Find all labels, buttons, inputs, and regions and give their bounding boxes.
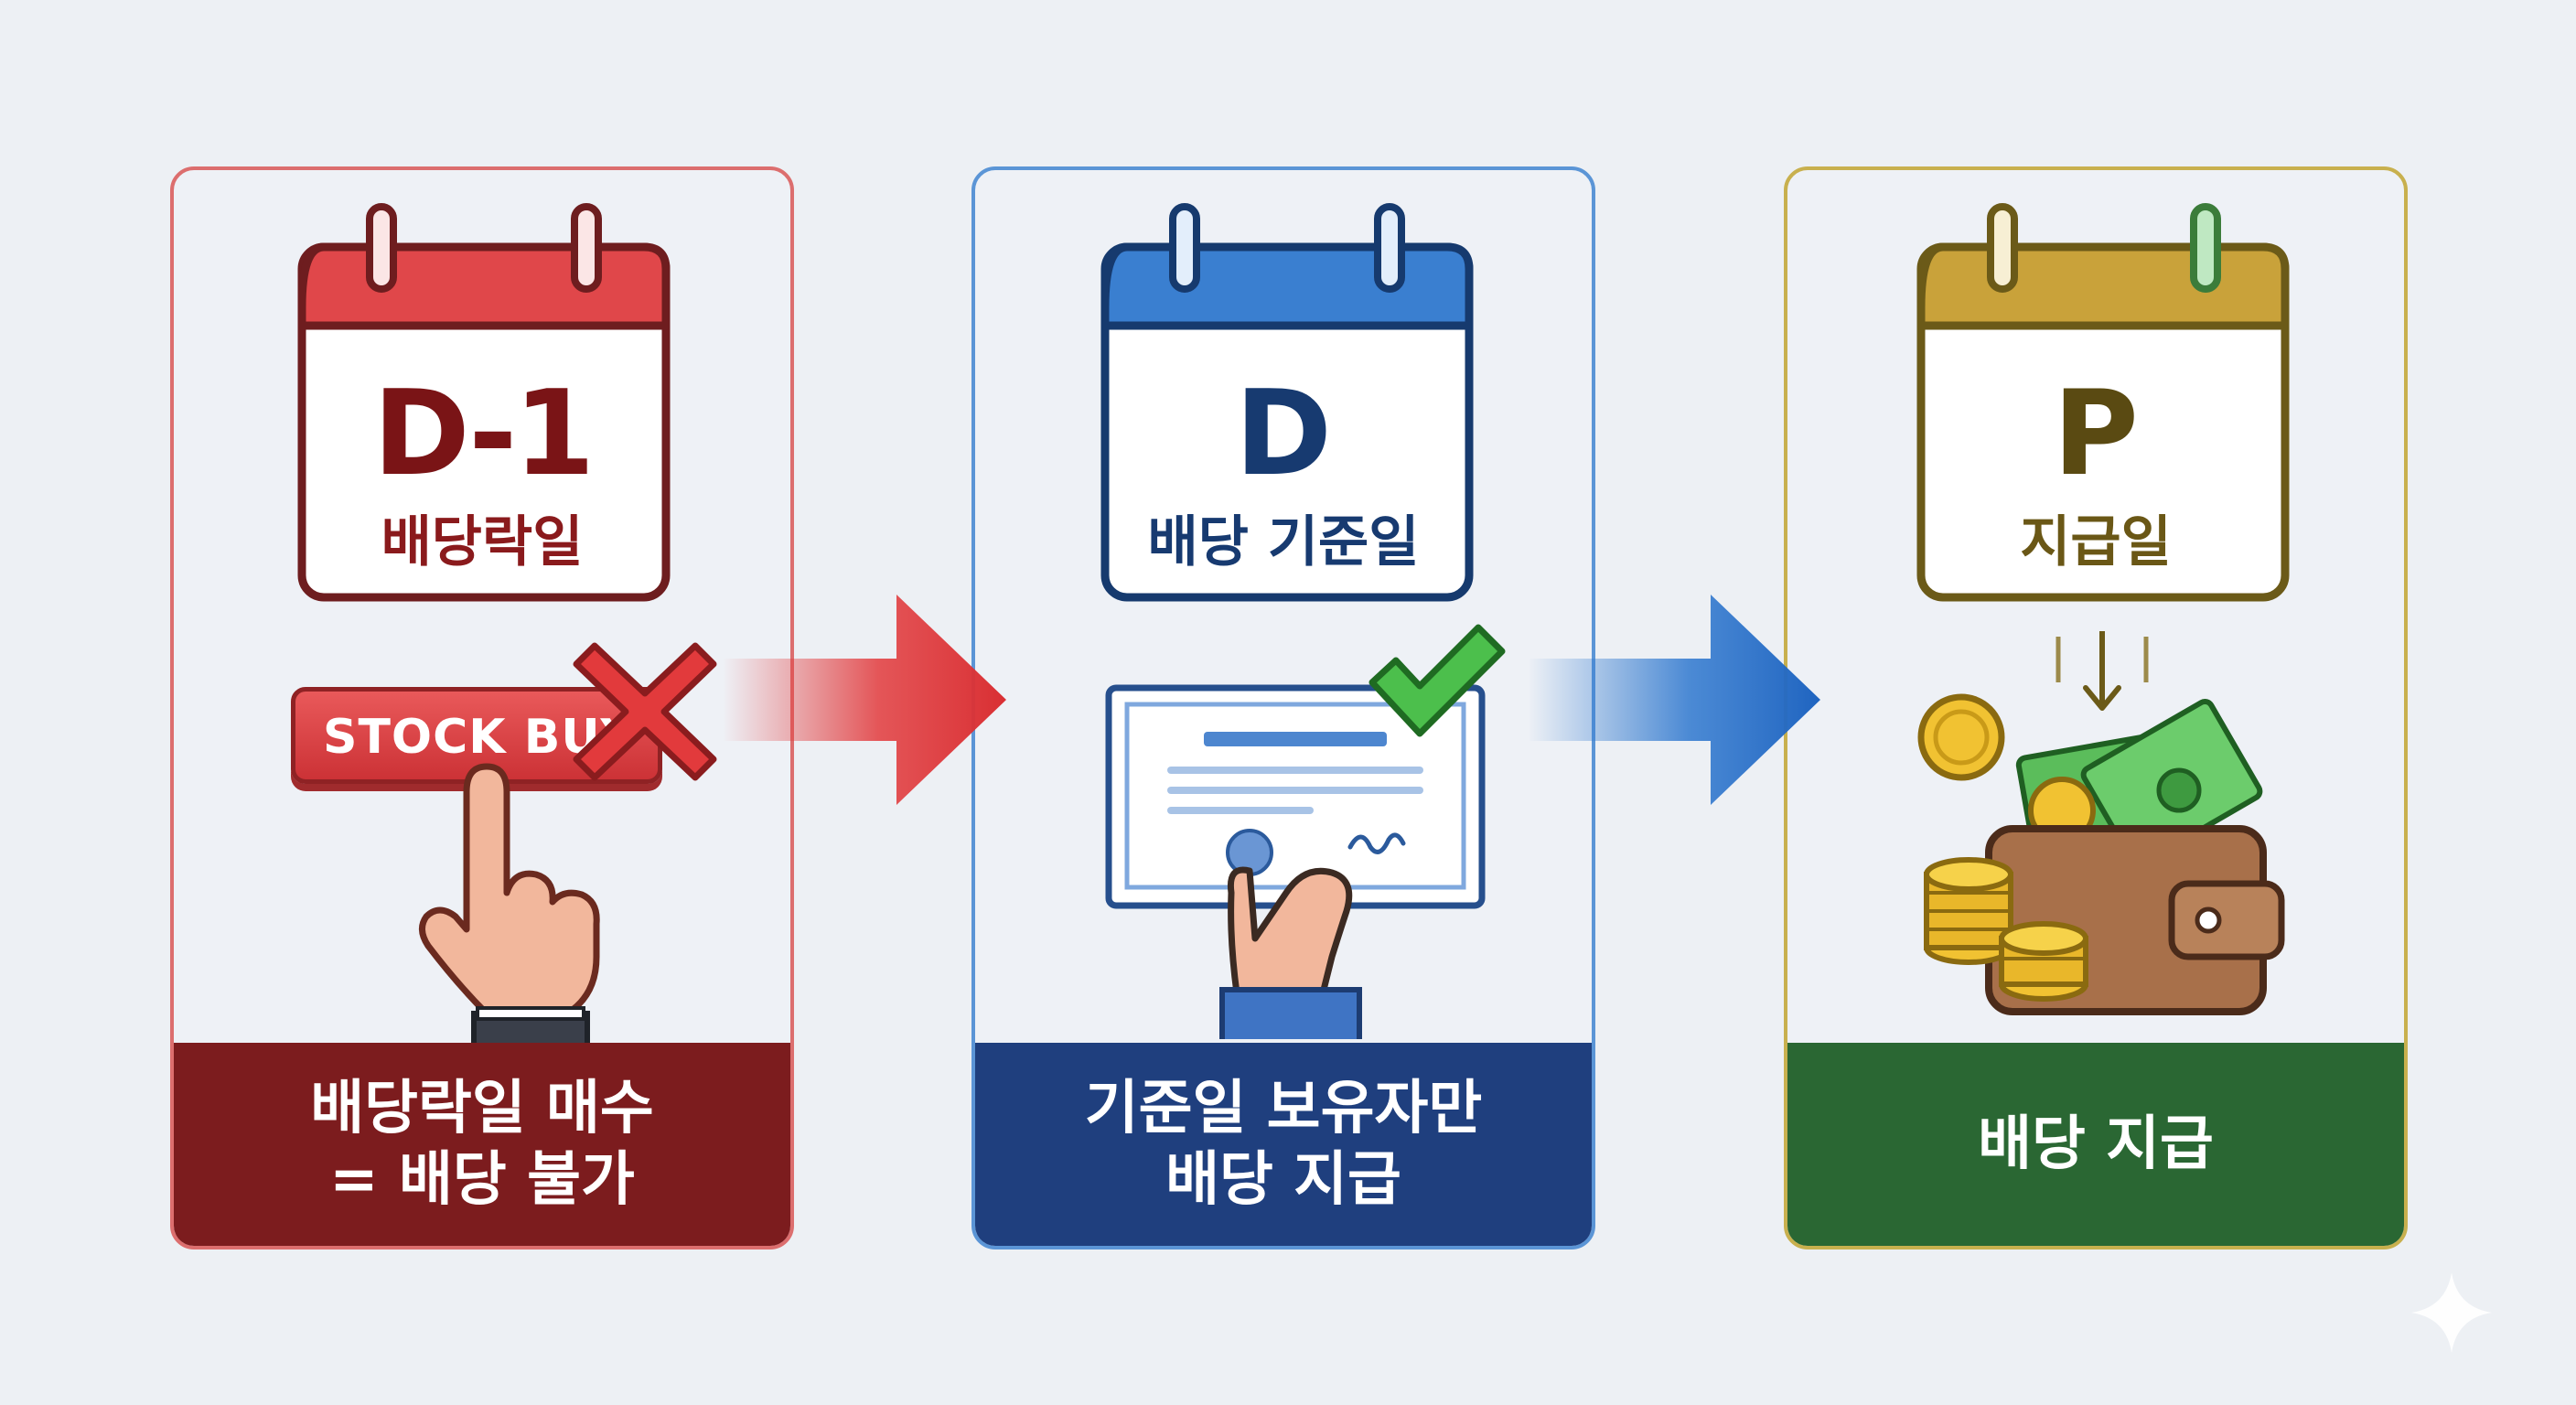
coin-icon xyxy=(1924,857,2088,1002)
sparkle-icon xyxy=(2411,1272,2492,1353)
calendar-icon xyxy=(1100,203,1474,602)
calendar-icon xyxy=(1916,203,2290,602)
calendar-icon xyxy=(297,203,671,602)
calendar-code: D-1 xyxy=(372,366,596,502)
caption-line-2: = 배당 불가 xyxy=(329,1146,635,1214)
checkmark-icon xyxy=(1368,624,1506,737)
caption-line-1: 배당 지급 xyxy=(1978,1110,2214,1178)
calendar-label: 배당 기준일 xyxy=(1147,510,1420,574)
calendar-label: 배당락일 xyxy=(381,510,584,574)
step-card-ex-dividend: D-1 배당락일 STOCK BUY 배당락일 매수 = 배당 불가 xyxy=(170,166,794,1249)
caption-line-1: 기준일 보유자만 xyxy=(1084,1074,1483,1142)
pointing-hand-icon xyxy=(419,763,600,1048)
caption-line-2: 배당 지급 xyxy=(1165,1146,1401,1214)
arrow-right-icon xyxy=(723,595,1006,805)
arrow-right-icon xyxy=(1528,595,1820,805)
caption-ex-dividend: 배당락일 매수 = 배당 불가 xyxy=(174,1043,790,1246)
step-card-record-date: D 배당 기준일 기준일 보유자만 배당 지급 xyxy=(971,166,1595,1249)
wallet-icon xyxy=(1917,693,2285,1015)
caption-line-1: 배당락일 매수 xyxy=(310,1074,654,1142)
holding-hand-icon xyxy=(1219,866,1362,1039)
calendar-code: P xyxy=(2053,366,2139,502)
step-card-payment-date: P 지급일 xyxy=(1784,166,2408,1249)
caption-payment-date: 배당 지급 xyxy=(1787,1043,2404,1246)
arrow-down-icon xyxy=(2055,631,2149,711)
close-icon xyxy=(573,642,717,781)
caption-record-date: 기준일 보유자만 배당 지급 xyxy=(975,1043,1592,1246)
calendar-code: D xyxy=(1234,366,1333,502)
certificate-icon xyxy=(1105,684,1486,909)
calendar-label: 지급일 xyxy=(2020,510,2172,574)
